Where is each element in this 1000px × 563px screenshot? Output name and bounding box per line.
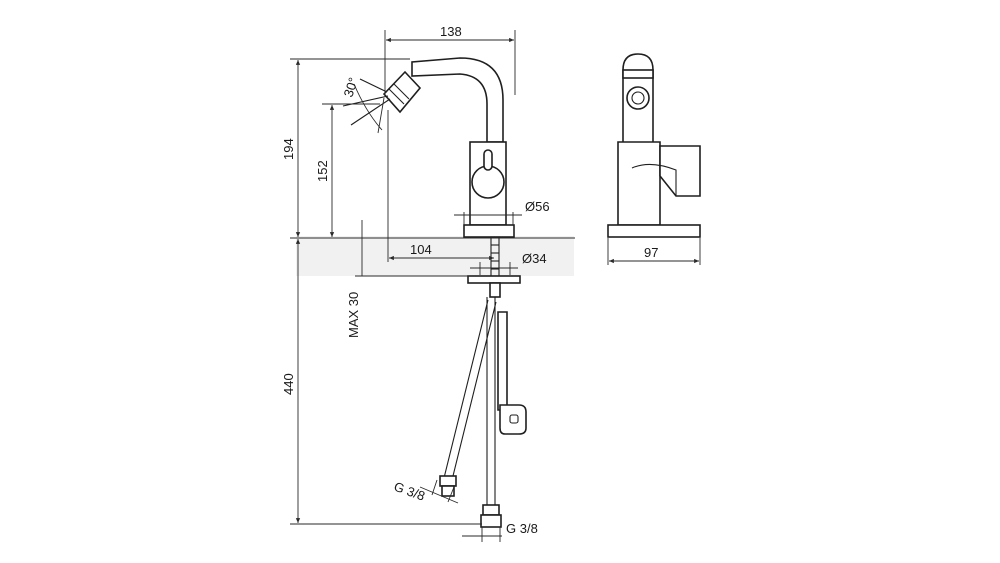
faucet-side-view [607, 53, 701, 238]
mounting-washer [467, 275, 521, 284]
label-max-deck: MAX 30 [346, 292, 361, 338]
label-side-width: 97 [644, 245, 658, 260]
dimension-lines [290, 30, 701, 542]
label-thread-left: G 3/8 [392, 479, 427, 504]
pipe-bracket [499, 404, 527, 435]
label-hole-diameter: Ø34 [522, 251, 547, 266]
label-spray-angle: 30° [341, 76, 361, 99]
fitting-left [439, 475, 457, 487]
label-total-height: 194 [281, 138, 296, 160]
rigid-pipe [497, 311, 508, 411]
side-handle [659, 145, 701, 197]
faucet-front-view [342, 57, 521, 298]
label-spout-height: 152 [315, 160, 330, 182]
aerator [382, 70, 422, 114]
label-hose-length: 440 [281, 373, 296, 395]
mounting-nut [489, 282, 501, 298]
label-thread-bottom: G 3/8 [506, 521, 538, 536]
hose-straight [486, 297, 496, 505]
label-reach: 104 [410, 242, 432, 257]
base-plate [463, 224, 515, 238]
side-outlet [626, 86, 650, 110]
spout [411, 57, 504, 143]
label-width-top: 138 [440, 24, 462, 39]
dimension-labels: 138 30° 194 152 Ø56 104 Ø34 MAX 30 440 G… [281, 24, 658, 536]
lever [483, 149, 493, 171]
fitting-bottom [482, 504, 500, 516]
side-base [607, 224, 701, 238]
hoses [439, 297, 527, 528]
hose-angled [443, 299, 497, 481]
side-body [617, 141, 661, 226]
label-body-diameter: Ø56 [525, 199, 550, 214]
